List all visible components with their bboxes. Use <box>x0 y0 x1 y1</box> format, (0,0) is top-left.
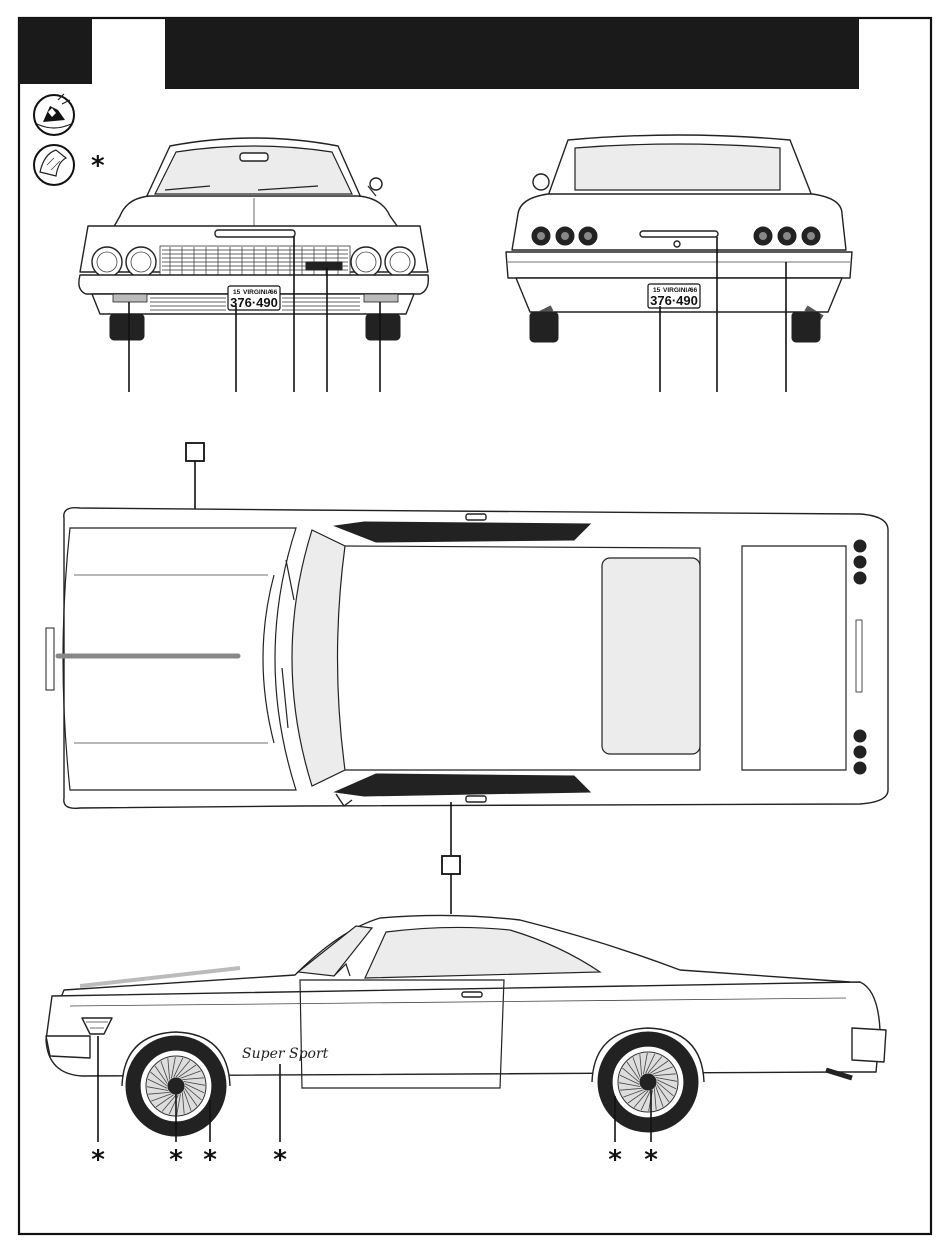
rear-view-mirror <box>240 153 268 161</box>
headlight-right-outer <box>385 247 415 277</box>
rear-window <box>575 144 780 190</box>
front-view: 15 VIRGINIA 66 376·490 <box>79 138 428 392</box>
park-lamp-right <box>364 294 398 302</box>
top-view-callout-box <box>186 443 204 461</box>
side-view: Super Sport * * * * * * <box>46 915 886 1175</box>
tail-lamp-top-2 <box>854 556 866 568</box>
water-slide-decal-icon <box>34 94 74 135</box>
door-handle-top <box>466 514 486 520</box>
side-asterisk-2: * <box>169 1145 183 1175</box>
top-side-spear-upper <box>335 522 590 542</box>
headlight-left-inner <box>126 247 156 277</box>
side-asterisk-6: * <box>644 1145 658 1175</box>
front-tire-right <box>366 314 400 340</box>
rear-emblem-bar <box>640 231 718 237</box>
antenna-mirror <box>370 178 382 190</box>
rear-license-plate: 15 VIRGINIA 66 376·490 <box>648 284 700 308</box>
headlight-left-outer <box>92 247 122 277</box>
front-spinner <box>168 1078 184 1094</box>
tail-lamp-top-4 <box>854 730 866 742</box>
front-grille <box>160 246 350 276</box>
front-plate-number: 376·490 <box>230 295 278 310</box>
trunk-lock <box>674 241 680 247</box>
tail-lamp-top-6 <box>854 762 866 774</box>
side-door-handle <box>462 992 482 997</box>
rear-plate-number: 376·490 <box>650 293 698 308</box>
optional-marker: * <box>91 151 105 181</box>
super-sport-script: Super Sport <box>242 1046 329 1062</box>
tail-lamp-top-5 <box>854 746 866 758</box>
step-number-box <box>19 18 92 84</box>
grille-badge <box>306 262 342 270</box>
top-view <box>46 443 888 914</box>
rear-antenna-mirror <box>533 174 549 190</box>
side-asterisk-5: * <box>608 1145 622 1175</box>
side-asterisk-1: * <box>91 1145 105 1175</box>
park-lamp-left <box>113 294 147 302</box>
side-asterisk-4: * <box>273 1145 287 1175</box>
rear-spinner <box>640 1074 656 1090</box>
rear-bumper <box>506 252 852 278</box>
front-hood <box>112 196 400 230</box>
side-asterisk-3: * <box>203 1145 217 1175</box>
side-view-callout-box <box>442 856 460 874</box>
front-tire-left <box>110 314 144 340</box>
apply-decal-icon <box>34 145 74 185</box>
tail-lamp-top-1 <box>854 540 866 552</box>
header-title-bar <box>165 18 859 89</box>
front-emblem-bar <box>215 230 295 237</box>
rear-tire-right <box>792 312 820 342</box>
rear-trim-top <box>856 620 862 692</box>
side-rear-bumper <box>852 1028 886 1062</box>
side-front-bumper <box>46 1036 90 1058</box>
headlight-right-inner <box>351 247 381 277</box>
door-handle-bottom <box>466 796 486 802</box>
rear-tire-left <box>530 312 558 342</box>
tail-lamp-top-3 <box>854 572 866 584</box>
rear-view: 15 VIRGINIA 66 376·490 <box>506 135 852 392</box>
rear-window-top <box>602 558 700 754</box>
front-grille-edge <box>46 628 54 690</box>
top-side-spear-lower <box>335 774 590 796</box>
